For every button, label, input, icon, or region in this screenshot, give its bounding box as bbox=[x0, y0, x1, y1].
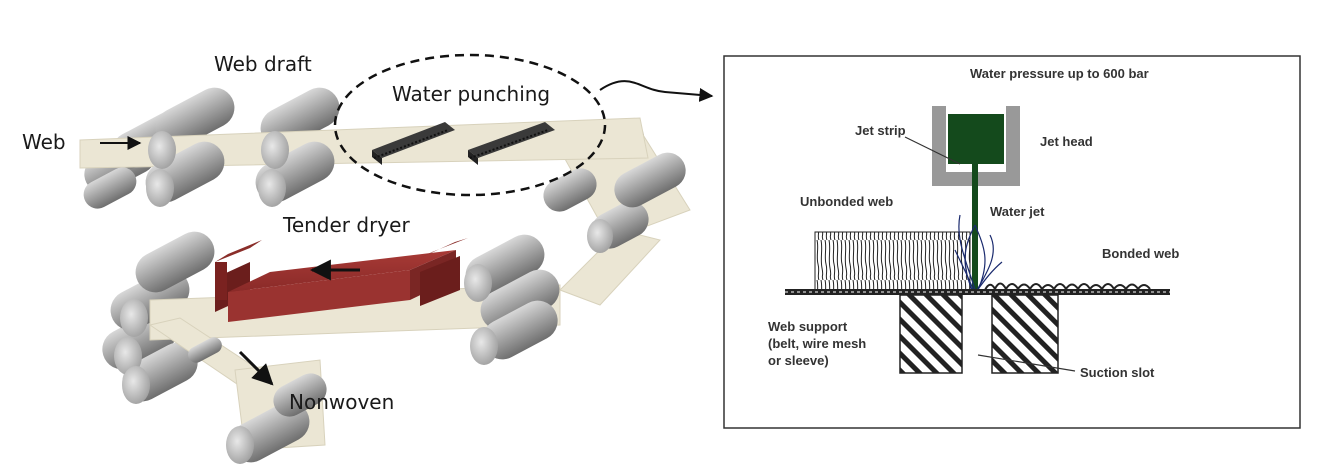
label-web: Web bbox=[22, 130, 66, 154]
label-water-punching: Water punching bbox=[392, 82, 551, 106]
label-web-draft: Web draft bbox=[214, 52, 312, 76]
label-nonwoven: Nonwoven bbox=[289, 390, 395, 414]
water-jet-spray bbox=[954, 214, 1003, 293]
water-punching-jets bbox=[372, 122, 555, 165]
label-water-jet: Water jet bbox=[990, 204, 1045, 219]
label-suction-slot: Suction slot bbox=[1080, 365, 1155, 380]
water-punching-highlight bbox=[333, 53, 607, 197]
label-web-support-line1: Web support bbox=[768, 319, 848, 334]
process-arrows bbox=[100, 136, 360, 386]
roller-group-lower-left-front bbox=[188, 337, 327, 464]
label-bonded-web: Bonded web bbox=[1102, 246, 1180, 261]
label-tender-dryer: Tender dryer bbox=[283, 213, 410, 237]
label-water-pressure: Water pressure up to 600 bar bbox=[970, 66, 1149, 81]
label-web-support-line3: or sleeve) bbox=[768, 353, 829, 368]
suction-slot-pointer bbox=[977, 354, 1076, 372]
suction-boxes bbox=[899, 294, 1059, 374]
unbonded-web bbox=[814, 231, 971, 291]
label-web-support-line2: (belt, wire mesh bbox=[768, 336, 867, 351]
roller-group-lower-right bbox=[464, 234, 560, 365]
jet-strip-pointer bbox=[904, 136, 961, 165]
jet-head-icon bbox=[932, 106, 1020, 294]
label-unbonded-web: Unbonded web bbox=[800, 194, 894, 209]
roller-group-upper-front bbox=[83, 131, 335, 209]
callout-arrow bbox=[599, 80, 714, 102]
label-web-support: Web support (belt, wire mesh or sleeve) bbox=[768, 318, 866, 369]
label-jet-head: Jet head bbox=[1040, 134, 1093, 149]
label-jet-strip: Jet strip bbox=[855, 123, 906, 138]
